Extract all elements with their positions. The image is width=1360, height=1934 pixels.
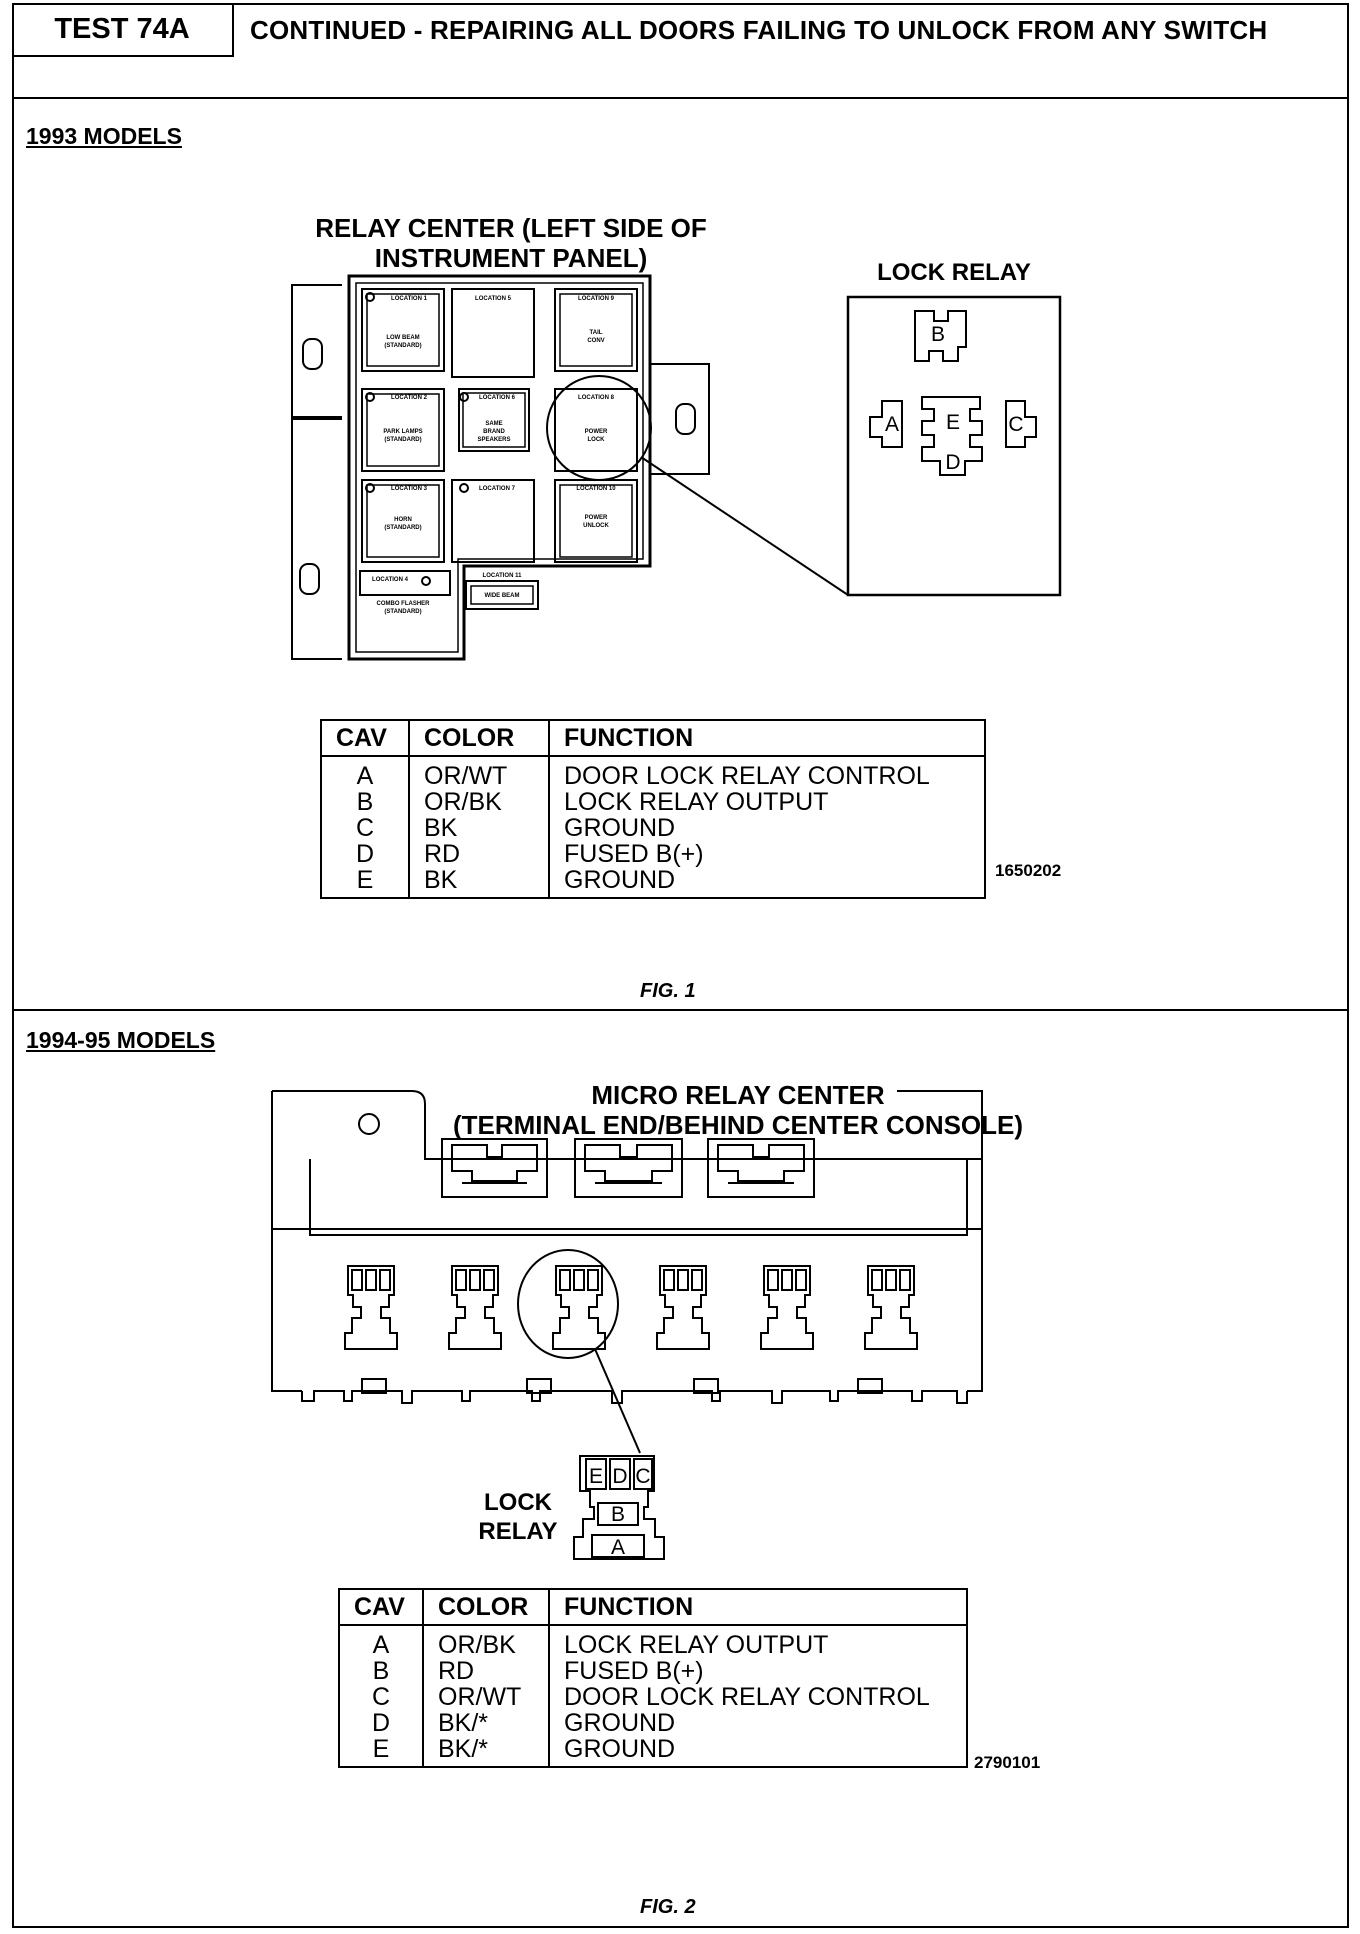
table-row: C BK GROUND bbox=[321, 815, 985, 841]
cavity-table-1994-95: CAV COLOR FUNCTION A OR/BK LOCK RELAY OU… bbox=[338, 1588, 968, 1768]
table-row: D BK/* GROUND bbox=[339, 1710, 967, 1736]
svg-text:SPEAKERS: SPEAKERS bbox=[477, 437, 510, 443]
table-row: E BK/* GROUND bbox=[339, 1736, 967, 1767]
svg-text:HORN: HORN bbox=[394, 517, 412, 523]
lock-relay-label-line2: RELAY bbox=[478, 1518, 557, 1545]
svg-text:LOW BEAM: LOW BEAM bbox=[386, 335, 419, 341]
svg-text:TAIL: TAIL bbox=[590, 330, 603, 336]
svg-text:UNLOCK: UNLOCK bbox=[583, 523, 609, 529]
lock-relay-label-line1: LOCK bbox=[484, 1489, 553, 1516]
svg-text:LOCATION 1: LOCATION 1 bbox=[391, 296, 428, 302]
section-label-1994-95: 1994-95 MODELS bbox=[26, 1027, 216, 1053]
pin-e-label-2: E bbox=[589, 1465, 603, 1488]
svg-text:BRAND: BRAND bbox=[483, 429, 505, 435]
pin-d-label: D bbox=[945, 451, 960, 474]
svg-text:CONV: CONV bbox=[587, 338, 604, 344]
pin-d-label-2: D bbox=[612, 1465, 627, 1488]
pin-c-label-2: C bbox=[635, 1465, 650, 1488]
section-1994-95-models: 1994-95 MODELS MICRO RELAY CENTER (TERMI… bbox=[12, 1011, 1349, 1928]
svg-text:LOCATION 3: LOCATION 3 bbox=[391, 486, 428, 492]
figure-id-2: 2790101 bbox=[974, 1753, 1041, 1772]
svg-text:LOCATION 4: LOCATION 4 bbox=[372, 577, 409, 583]
section-1993-models: 1993 MODELS RELAY CENTER (LEFT SIDE OF I… bbox=[12, 99, 1349, 1011]
col-header-cav: CAV bbox=[321, 720, 410, 757]
svg-text:LOCATION 2: LOCATION 2 bbox=[391, 395, 428, 401]
col-header-cav: CAV bbox=[339, 1589, 424, 1626]
svg-text:LOCATION 11: LOCATION 11 bbox=[483, 573, 523, 579]
svg-text:POWER: POWER bbox=[585, 515, 608, 521]
table-row: B OR/BK LOCK RELAY OUTPUT bbox=[321, 789, 985, 815]
pin-a-label-2: A bbox=[611, 1536, 625, 1559]
svg-text:(STANDARD): (STANDARD) bbox=[384, 609, 421, 615]
col-header-function: FUNCTION bbox=[549, 720, 985, 757]
lock-relay-label: LOCK RELAY bbox=[877, 259, 1031, 286]
micro-relay-caption: MICRO RELAY CENTER (TERMINAL END/BEHIND … bbox=[452, 1080, 1024, 1140]
svg-text:(STANDARD): (STANDARD) bbox=[384, 437, 421, 443]
pin-a-label: A bbox=[885, 413, 899, 436]
svg-text:LOCATION 9: LOCATION 9 bbox=[578, 296, 615, 302]
table-row: E BK GROUND bbox=[321, 867, 985, 898]
svg-text:(STANDARD): (STANDARD) bbox=[384, 343, 421, 349]
svg-text:LOCATION 8: LOCATION 8 bbox=[578, 395, 615, 401]
col-header-color: COLOR bbox=[409, 720, 550, 757]
figure-caption-1: FIG. 1 bbox=[640, 980, 696, 1002]
table-row: A OR/WT DOOR LOCK RELAY CONTROL bbox=[321, 756, 985, 789]
svg-text:LOCATION 5: LOCATION 5 bbox=[475, 296, 512, 302]
pin-e-label: E bbox=[946, 411, 960, 434]
relay-center-caption: RELAY CENTER (LEFT SIDE OF INSTRUMENT PA… bbox=[315, 213, 707, 273]
col-header-function: FUNCTION bbox=[549, 1589, 967, 1626]
col-header-color: COLOR bbox=[423, 1589, 550, 1626]
svg-text:LOCATION 10: LOCATION 10 bbox=[576, 486, 616, 492]
page-title: CONTINUED - REPAIRING ALL DOORS FAILING … bbox=[250, 15, 1268, 45]
cavity-table-1993: CAV COLOR FUNCTION A OR/WT DOOR LOCK REL… bbox=[320, 719, 986, 899]
figure-id-1: 1650202 bbox=[995, 861, 1062, 880]
svg-text:(STANDARD): (STANDARD) bbox=[384, 525, 421, 531]
figure-caption-2: FIG. 2 bbox=[640, 1896, 696, 1918]
svg-text:LOCATION 6: LOCATION 6 bbox=[479, 395, 516, 401]
svg-text:POWER: POWER bbox=[585, 429, 608, 435]
svg-text:LOCK: LOCK bbox=[588, 437, 606, 443]
page-frame bbox=[12, 3, 1349, 1928]
test-label: TEST 74A bbox=[12, 3, 234, 57]
svg-text:LOCATION 7: LOCATION 7 bbox=[479, 486, 516, 492]
relay-center-diagram: LOCATION 1 LOW BEAM (STANDARD) LOCATION … bbox=[291, 259, 1062, 661]
table-row: B RD FUSED B(+) bbox=[339, 1658, 967, 1684]
micro-relay-diagram: E D C B A LOCK RELAY bbox=[271, 1090, 983, 1560]
pin-b-label-2: B bbox=[611, 1503, 625, 1526]
pin-b-label: B bbox=[931, 323, 945, 346]
table-row: A OR/BK LOCK RELAY OUTPUT bbox=[339, 1625, 967, 1658]
svg-text:PARK LAMPS: PARK LAMPS bbox=[383, 429, 422, 435]
svg-text:SAME: SAME bbox=[485, 421, 502, 427]
table-row: C OR/WT DOOR LOCK RELAY CONTROL bbox=[339, 1684, 967, 1710]
pin-c-label: C bbox=[1008, 413, 1023, 436]
svg-text:COMBO FLASHER: COMBO FLASHER bbox=[377, 601, 431, 607]
table-row: D RD FUSED B(+) bbox=[321, 841, 985, 867]
header-bar: TEST 74A CONTINUED - REPAIRING ALL DOORS… bbox=[12, 3, 1349, 99]
svg-text:WIDE BEAM: WIDE BEAM bbox=[485, 593, 520, 599]
section-label-1993: 1993 MODELS bbox=[26, 123, 182, 149]
